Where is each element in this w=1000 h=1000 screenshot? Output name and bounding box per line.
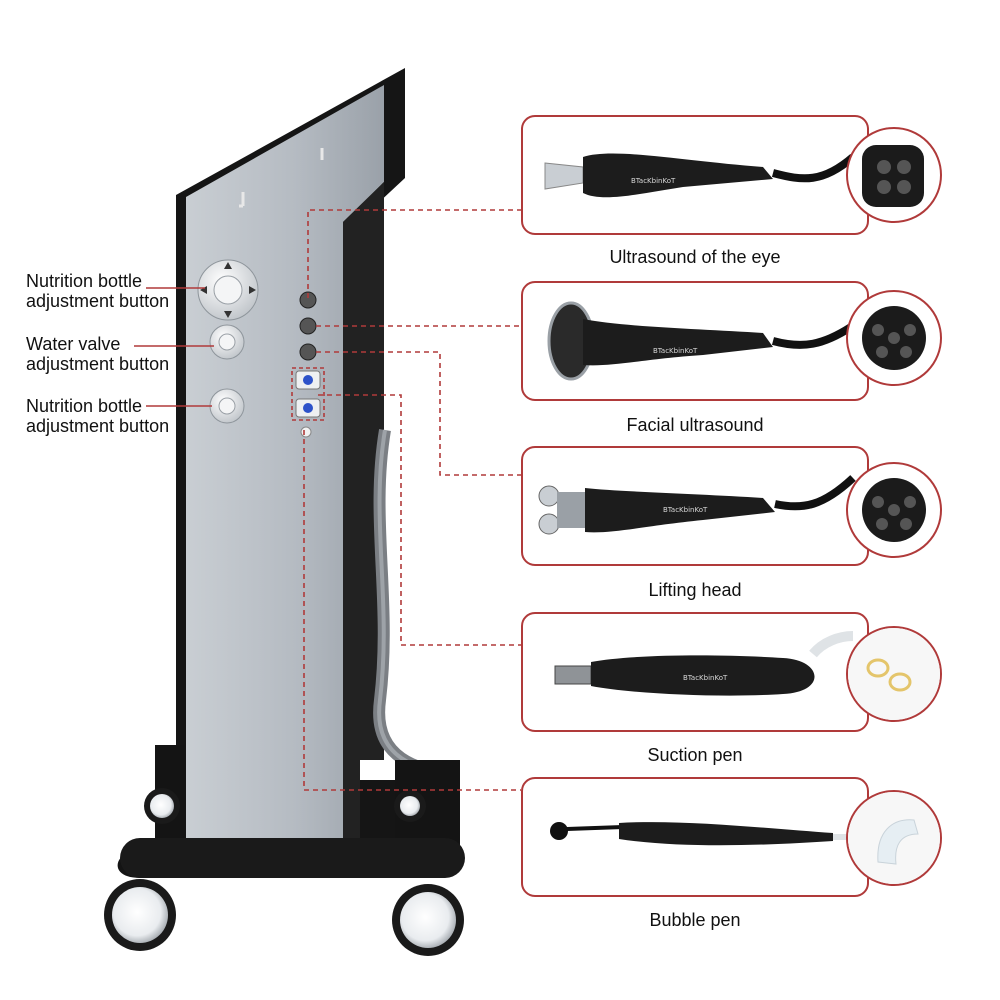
caption-bubble-pen: Bubble pen (649, 910, 741, 930)
suction-pen-handpiece-image: BTacKbinKoT (554, 631, 854, 696)
water-valve-label: Water valve adjustment button (26, 334, 170, 374)
lifting-head-handpiece-image: BTacKbinKoT (538, 475, 856, 535)
handpiece-card-facial-ultrasound: BTacKbinKoT (521, 281, 869, 401)
handpiece-brand-text: BTacKbinKoT (631, 177, 676, 185)
connector-zoom-lifting-head (846, 462, 942, 558)
handpiece-card-suction-pen: BTacKbinKoT (521, 612, 869, 732)
handpiece-brand-text: BTacKbinKoT (663, 506, 708, 514)
nutrition-bottle-label-2: Nutrition bottle adjustment button (26, 396, 170, 436)
tubing-zoom-bubble-pen (846, 790, 942, 886)
connector-zoom-facial-ultrasound (846, 290, 942, 386)
tubing-zoom-suction-pen (846, 626, 942, 722)
caption-lifting-head: Lifting head (648, 580, 742, 600)
handpiece-card-lifting-head: BTacKbinKoT (521, 446, 869, 566)
connector-ports (295, 291, 321, 438)
caster-wheels (104, 788, 464, 956)
caption-suction-pen: Suction pen (647, 745, 743, 765)
eye-ultrasound-handpiece-image: BTacKbinKoT (544, 153, 856, 198)
facial-ultrasound-handpiece-image: BTacKbinKoT (547, 301, 854, 381)
adjustment-knobs (197, 259, 259, 424)
machine-body (176, 68, 456, 840)
handpiece-brand-text: BTacKbinKoT (653, 347, 698, 355)
connector-zoom-eye-ultrasound (846, 127, 942, 223)
handpiece-card-eye-ultrasound: BTacKbinKoT (521, 115, 869, 235)
handpiece-brand-text: BTacKbinKoT (683, 674, 728, 682)
label-leaders (134, 287, 214, 407)
bubble-pen-handpiece-image (550, 822, 863, 846)
machine-base (117, 745, 465, 879)
handpiece-card-bubble-pen (521, 777, 869, 897)
caption-facial-ultrasound: Facial ultrasound (626, 415, 764, 435)
caption-eye-ultrasound: Ultrasound of the eye (609, 247, 781, 267)
connector-dashed-lines (291, 209, 521, 791)
nutrition-bottle-label-1: Nutrition bottle adjustment button (26, 271, 170, 311)
